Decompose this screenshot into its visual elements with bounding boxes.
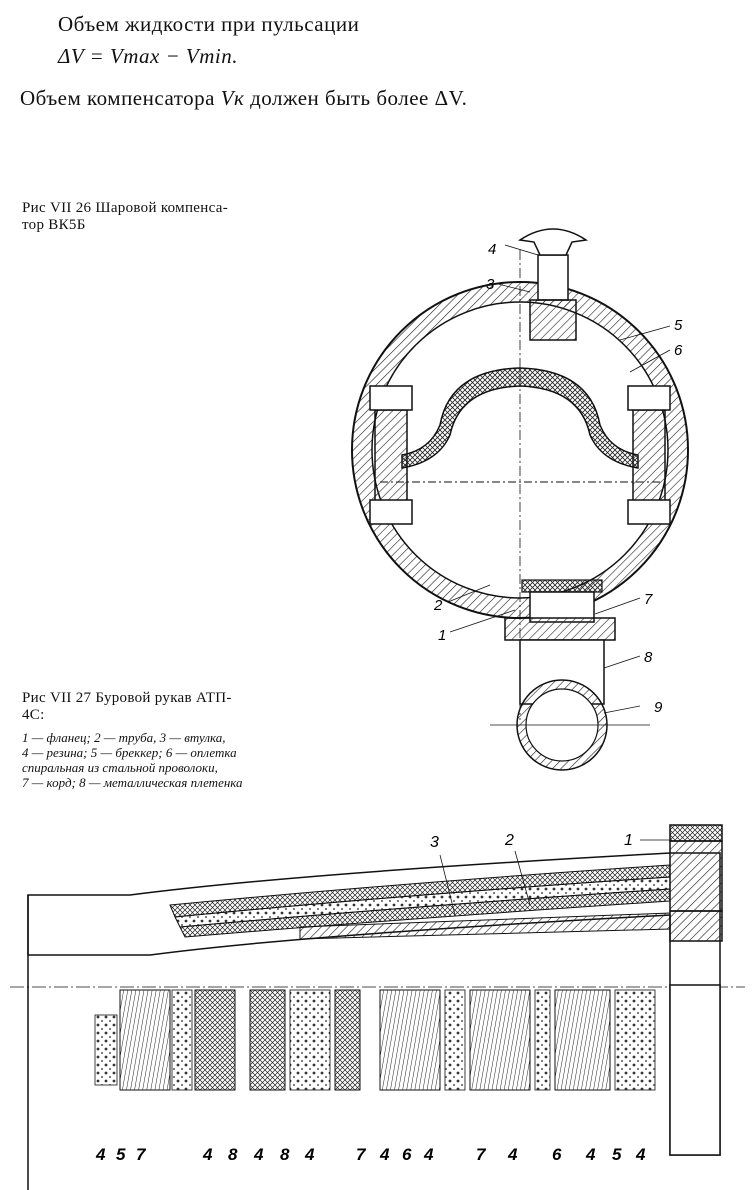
fig26-label-1: 1 bbox=[438, 627, 446, 644]
line3-var: Vк bbox=[220, 86, 245, 110]
fig27-bl-15: 4 bbox=[585, 1145, 596, 1164]
fig26-label-5: 5 bbox=[674, 317, 683, 334]
fig26-label-9: 9 bbox=[654, 699, 663, 716]
hose-flange bbox=[669, 840, 723, 912]
fig27-legend-line1: 1 — фланец; 2 — труба, 3 — втулка, bbox=[22, 730, 226, 745]
pipe-flange bbox=[504, 617, 616, 641]
fig27-legend: 1 — фланец; 2 — труба, 3 — втулка, 4 — р… bbox=[22, 730, 342, 790]
fig27-top-label-3: 3 bbox=[430, 834, 439, 851]
fig27-hose-drawing: 3 2 1 4 5 7 4 8 4 8 4 7 4 6 4 7 4 6 4 5 … bbox=[10, 824, 745, 1190]
fig27-bl-17: 4 bbox=[635, 1145, 646, 1164]
fig27-bl-14: 6 bbox=[552, 1145, 562, 1164]
fig27-bl-4: 8 bbox=[228, 1145, 238, 1164]
formula-text: ΔV = Vmax − Vmin. bbox=[58, 44, 239, 68]
valve-body bbox=[537, 254, 569, 301]
fig27-legend-line2: 4 — резина; 5 — бреккер; 6 — оплетка bbox=[22, 745, 237, 760]
fig27-bl-16: 5 bbox=[612, 1145, 622, 1164]
fig26-label-4: 4 bbox=[488, 241, 496, 258]
right-bolt-head bbox=[627, 385, 671, 411]
line-pulsation-volume: Объем жидкости при пульсации bbox=[58, 12, 360, 36]
fig27-legend-line3: спиральная из стальной проволоки, bbox=[22, 760, 218, 775]
fig27-top-label-1: 1 bbox=[624, 832, 633, 849]
left-nut bbox=[369, 499, 413, 525]
fig27-bl-1: 5 bbox=[116, 1145, 126, 1164]
fig27-bl-10: 6 bbox=[402, 1145, 412, 1164]
fig26-caption: Рис VII 26 Шаровой компенса- тор ВК5Б bbox=[22, 200, 342, 234]
fig26-compensator-drawing: 4 3 5 6 2 1 7 8 9 bbox=[351, 228, 689, 771]
fig27-bl-0: 4 bbox=[95, 1145, 106, 1164]
line3-suffix: должен быть более ΔV. bbox=[250, 86, 468, 110]
fig27-caption-line2: 4С: bbox=[22, 707, 45, 723]
fig27-bl-8: 7 bbox=[356, 1145, 367, 1164]
fig27-bl-5: 4 bbox=[253, 1145, 264, 1164]
fig27-legend-line4: 7 — корд; 8 — металлическая плетенка bbox=[22, 775, 243, 790]
fig26-label-3: 3 bbox=[486, 276, 495, 293]
right-nut bbox=[627, 499, 671, 525]
fig26-caption-line2: тор ВК5Б bbox=[22, 217, 86, 233]
fig27-caption-line1: Рис VII 27 Буровой рукав АТП- bbox=[22, 690, 232, 706]
fig27-bl-7: 4 bbox=[304, 1145, 315, 1164]
fig27-top-label-2: 2 bbox=[504, 832, 514, 849]
formula-delta-v: ΔV = Vmax − Vmin. bbox=[58, 44, 238, 69]
fig26-label-7: 7 bbox=[644, 591, 653, 608]
fig26-label-8: 8 bbox=[644, 649, 653, 666]
fig26-caption-line1: Рис VII 26 Шаровой компенса- bbox=[22, 200, 228, 216]
fig27-bl-2: 7 bbox=[136, 1145, 147, 1164]
fig27-bl-12: 7 bbox=[476, 1145, 487, 1164]
fig26-label-6: 6 bbox=[674, 342, 683, 359]
valve-handle bbox=[517, 228, 589, 256]
fig27-bl-9: 4 bbox=[379, 1145, 390, 1164]
left-bolt-head bbox=[369, 385, 413, 411]
fig27-bl-6: 8 bbox=[280, 1145, 290, 1164]
fig27-bottom-labels: 4 5 7 4 8 4 8 4 7 4 6 4 7 4 6 4 5 4 bbox=[95, 1145, 646, 1164]
hose-flange-top bbox=[669, 824, 723, 842]
line3-prefix: Объем компенсатора bbox=[20, 86, 215, 110]
fig27-bl-13: 4 bbox=[507, 1145, 518, 1164]
fig26-label-2: 2 bbox=[433, 597, 443, 614]
fig27-bl-11: 4 bbox=[423, 1145, 434, 1164]
line-compensator-volume: Объем компенсатора Vк должен быть более … bbox=[20, 86, 467, 111]
fig27-bl-3: 4 bbox=[202, 1145, 213, 1164]
fig27-caption: Рис VII 27 Буровой рукав АТП- 4С: bbox=[22, 690, 342, 724]
